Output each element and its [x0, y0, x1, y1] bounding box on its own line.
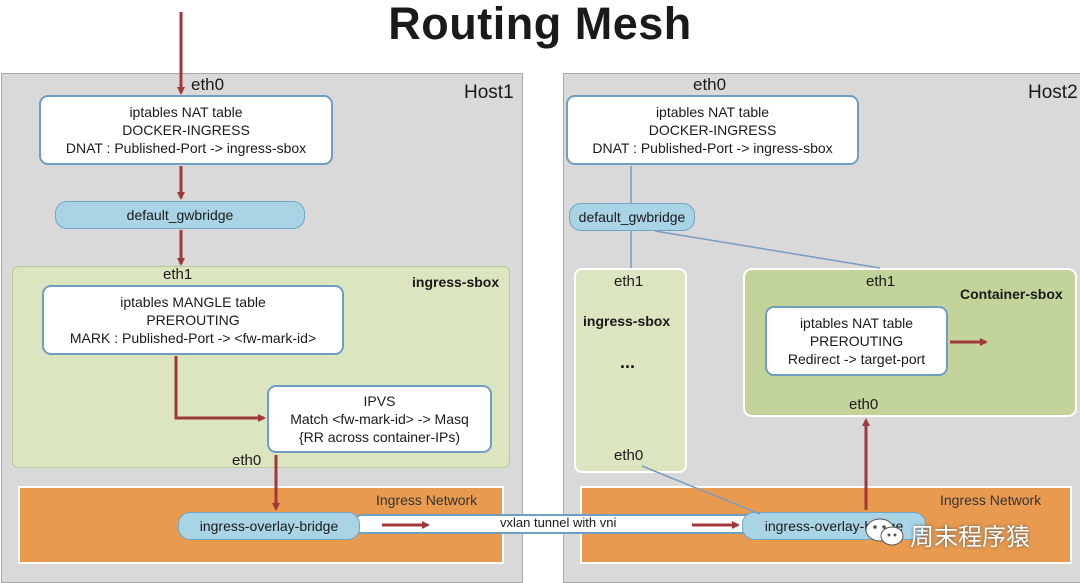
ipvs-box: IPVS Match <fw-mark-id> -> Masq {RR acro… [267, 385, 492, 453]
host2-sbox-eth1-label: eth1 [614, 273, 644, 290]
host1-nat-table-box: iptables NAT table DOCKER-INGRESS DNAT :… [39, 95, 333, 165]
mangle-line2: PREROUTING [146, 312, 240, 328]
host1-label: Host1 [464, 82, 514, 103]
container-nat-line3: Redirect -> target-port [787, 351, 926, 367]
host2-ingress-sbox-label: ingress-sbox [583, 313, 671, 329]
host1-sbox-eth1-label: eth1 [163, 266, 193, 283]
host2-ingress-network-label: Ingress Network [940, 492, 1042, 508]
host1-gwbridge: default_gwbridge [55, 201, 305, 229]
container-eth0-label: eth0 [849, 396, 879, 413]
host1-ingress-overlay-bridge: ingress-overlay-bridge [178, 512, 360, 540]
vxlan-tunnel-label: vxlan tunnel with vni [500, 515, 617, 530]
mangle-table-box: iptables MANGLE table PREROUTING MARK : … [42, 285, 344, 355]
link-sbox-bridge [641, 465, 761, 515]
host2-nat-line3: DNAT : Published-Port -> ingress-sbox [592, 140, 833, 156]
mangle-line3: MARK : Published-Port -> <fw-mark-id> [69, 330, 317, 346]
host2-gwbridge: default_gwbridge [569, 203, 695, 231]
host2-ingress-sbox [574, 268, 687, 473]
container-nat-line2: PREROUTING [809, 333, 904, 349]
arrow-mangle-to-ipvs [174, 356, 266, 422]
host1-sbox-eth0-label: eth0 [232, 452, 262, 469]
ipvs-line3: {RR across container-IPs) [298, 429, 461, 445]
watermark-logo [864, 516, 906, 548]
watermark-text: 周末程序猿 [910, 523, 1030, 551]
host2-nat-line1: iptables NAT table [655, 104, 770, 120]
wechat-icon [865, 518, 904, 546]
ipvs-line1: IPVS [363, 393, 396, 409]
ipvs-line2: Match <fw-mark-id> -> Masq [290, 411, 469, 427]
mangle-line1: iptables MANGLE table [120, 294, 266, 310]
host2-nat-table-box: iptables NAT table DOCKER-INGRESS DNAT :… [566, 95, 859, 165]
host2-sbox-eth0-label: eth0 [614, 447, 644, 464]
link-gwbridge-container [654, 230, 881, 269]
host2-label: Host2 [1028, 82, 1078, 103]
host1-nat-line3: DNAT : Published-Port -> ingress-sbox [65, 140, 307, 156]
container-nat-table-box: iptables NAT table PREROUTING Redirect -… [765, 306, 948, 376]
diagram-title: Routing Mesh [388, 0, 692, 49]
host1-ingress-sbox-label: ingress-sbox [412, 274, 500, 290]
host2-nat-line2: DOCKER-INGRESS [648, 122, 777, 138]
host2-eth0-label: eth0 [693, 75, 727, 94]
host1-nat-line1: iptables NAT table [129, 104, 243, 120]
container-sbox-label: Container-sbox [960, 286, 1063, 302]
host1-ingress-network-label: Ingress Network [376, 492, 478, 508]
container-nat-line1: iptables NAT table [799, 315, 914, 331]
host1-nat-line2: DOCKER-INGRESS [122, 122, 250, 138]
host1-eth0-label: eth0 [191, 75, 225, 94]
container-eth1-label: eth1 [866, 273, 896, 290]
host2-sbox-dots: ... [620, 352, 636, 372]
